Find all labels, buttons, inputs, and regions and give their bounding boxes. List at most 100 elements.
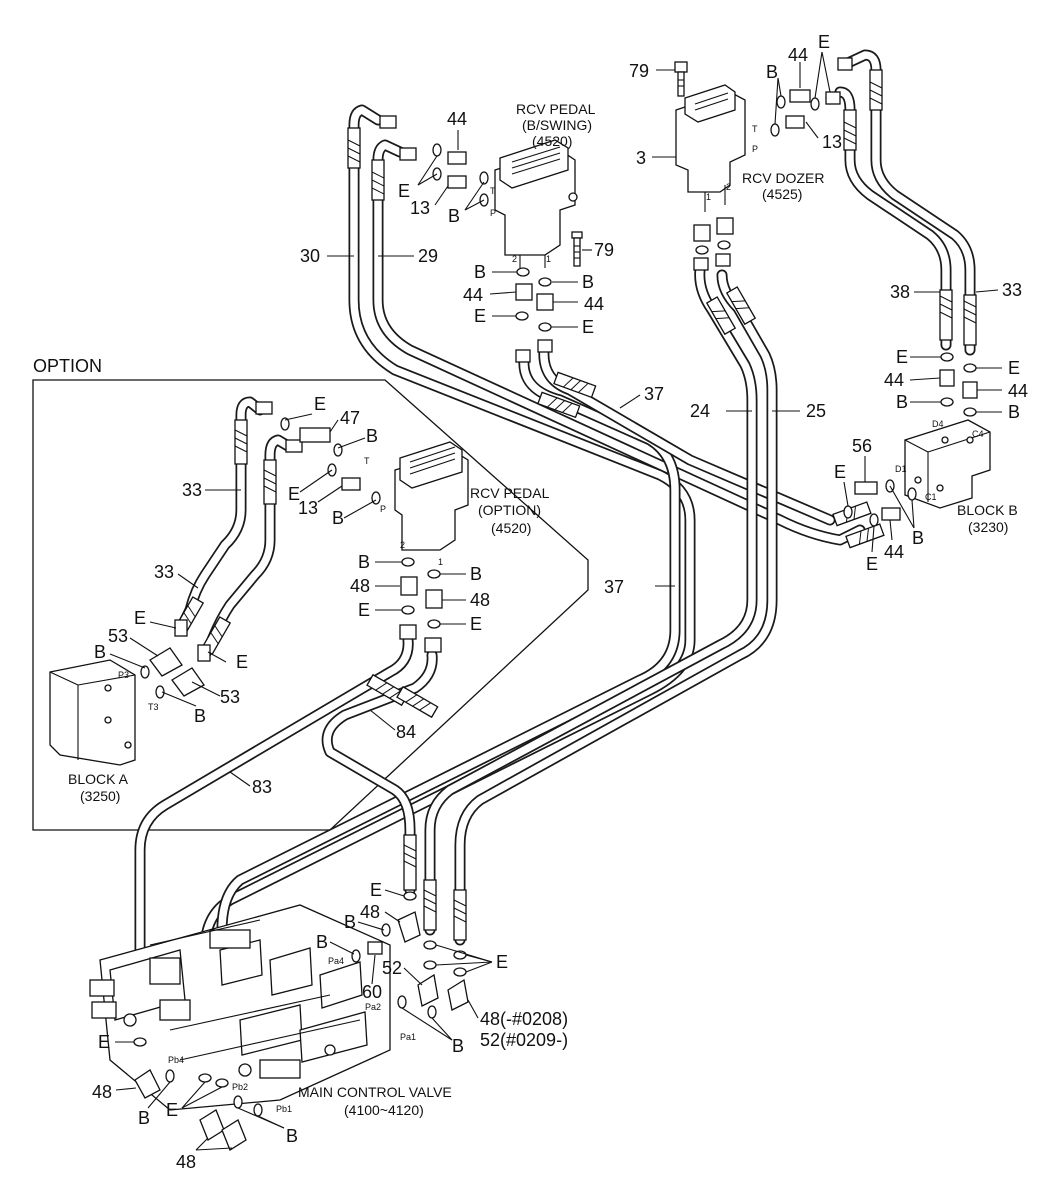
port-label: D4 <box>932 419 944 429</box>
callout: 48 <box>360 902 380 922</box>
callout: 33 <box>1002 280 1022 300</box>
callout: E <box>236 652 248 672</box>
hose-end <box>845 523 885 549</box>
callout: B <box>316 932 328 952</box>
hose-end <box>537 391 581 419</box>
callout: 44 <box>447 109 467 129</box>
callout: 52(#0209-) <box>480 1030 568 1050</box>
hose-end <box>234 419 248 465</box>
rcv-pedal-option: T P 2 1 RCV PEDAL (OPTION) (4520) <box>364 441 550 567</box>
block-a: P3 T3 BLOCK A (3250) <box>49 659 159 804</box>
port-label: Pa2 <box>365 1002 381 1012</box>
callout: 48 <box>470 590 490 610</box>
callout: B <box>332 508 344 528</box>
callouts: 79 44 E B 13 3 44 E 13 B 79 30 29 B B 44… <box>92 32 1028 1172</box>
callout: E <box>818 32 830 52</box>
hose-84 <box>321 649 438 896</box>
callout: 52 <box>382 958 402 978</box>
callout: 33 <box>154 562 174 582</box>
callout: E <box>582 317 594 337</box>
hose-25 <box>454 269 778 946</box>
callout: E <box>496 952 508 972</box>
hose-end <box>403 834 417 891</box>
callout: 48 <box>350 576 370 596</box>
port-label: Pa4 <box>328 956 344 966</box>
hose-83 <box>134 634 414 1036</box>
callout: 56 <box>852 436 872 456</box>
port-label: Pa1 <box>400 1032 416 1042</box>
callout: 33 <box>182 480 202 500</box>
hose-end <box>725 286 757 326</box>
callout: 44 <box>884 370 904 390</box>
callout: 3 <box>636 148 646 168</box>
callout: B <box>912 528 924 548</box>
port-label: Pb1 <box>276 1104 292 1114</box>
component-label: (3230) <box>968 519 1008 535</box>
callout: E <box>474 306 486 326</box>
callout: 25 <box>806 401 826 421</box>
port-label: Pb2 <box>232 1082 248 1092</box>
port-label: T <box>490 186 496 196</box>
port-label: 2 <box>400 540 405 550</box>
callout: E <box>358 600 370 620</box>
callout: B <box>452 1036 464 1056</box>
callout: B <box>448 206 460 226</box>
leader-lines <box>109 51 1002 1151</box>
hose-end <box>263 459 277 505</box>
callout: E <box>166 1100 178 1120</box>
hose-end <box>553 371 597 399</box>
callout: B <box>1008 402 1020 422</box>
callout: E <box>834 462 846 482</box>
callout: B <box>344 912 356 932</box>
callout: 30 <box>300 246 320 266</box>
port-label: 1 <box>438 557 443 567</box>
callout: B <box>470 564 482 584</box>
hose-end <box>869 69 883 111</box>
callout: B <box>582 272 594 292</box>
component-label: MAIN CONTROL VALVE <box>298 1084 452 1100</box>
hose-29 <box>372 139 866 546</box>
callout: 53 <box>108 626 128 646</box>
port-label: 1 <box>706 192 711 202</box>
callout: E <box>398 181 410 201</box>
callout: B <box>138 1108 150 1128</box>
component-label: (3250) <box>80 788 120 804</box>
port-label: 2 <box>726 182 731 192</box>
component-label: RCV PEDAL <box>516 101 596 117</box>
component-label: (OPTION) <box>478 502 541 518</box>
hose-end <box>843 109 857 151</box>
hose-end <box>705 296 737 336</box>
component-label: BLOCK A <box>68 771 129 787</box>
hose-end <box>371 159 385 201</box>
callout: 37 <box>644 384 664 404</box>
callout: 60 <box>362 982 382 1002</box>
callout: B <box>896 392 908 412</box>
component-label: (4520) <box>532 133 572 149</box>
callout: 37 <box>604 577 624 597</box>
callout: 29 <box>418 246 438 266</box>
callout: 79 <box>594 240 614 260</box>
hose-end <box>963 294 977 346</box>
port-label: D1 <box>895 464 907 474</box>
port-label: P3 <box>118 670 129 680</box>
hose-33-option <box>174 396 266 636</box>
callout: E <box>866 554 878 574</box>
callout: E <box>98 1032 110 1052</box>
callout: 44 <box>463 285 483 305</box>
callout: 47 <box>340 408 360 428</box>
bolt-79 <box>674 61 688 97</box>
callout: 48 <box>92 1082 112 1102</box>
callout: B <box>194 706 206 726</box>
hose-33-right <box>844 49 976 356</box>
component-label: (4100~4120) <box>344 1102 424 1118</box>
callout: 44 <box>788 45 808 65</box>
component-label: (4520) <box>491 520 531 536</box>
callout: 38 <box>890 282 910 302</box>
rcv-dozer: T P 1 2 RCV DOZER (4525) <box>674 61 824 212</box>
callout: 79 <box>629 61 649 81</box>
rcv-pedal-swing: T P 2 1 RCV PEDAL (B/SWING) (4520) <box>490 101 596 268</box>
component-label: (B/SWING) <box>522 117 592 133</box>
callout: E <box>314 394 326 414</box>
component-label: (4525) <box>762 186 802 202</box>
